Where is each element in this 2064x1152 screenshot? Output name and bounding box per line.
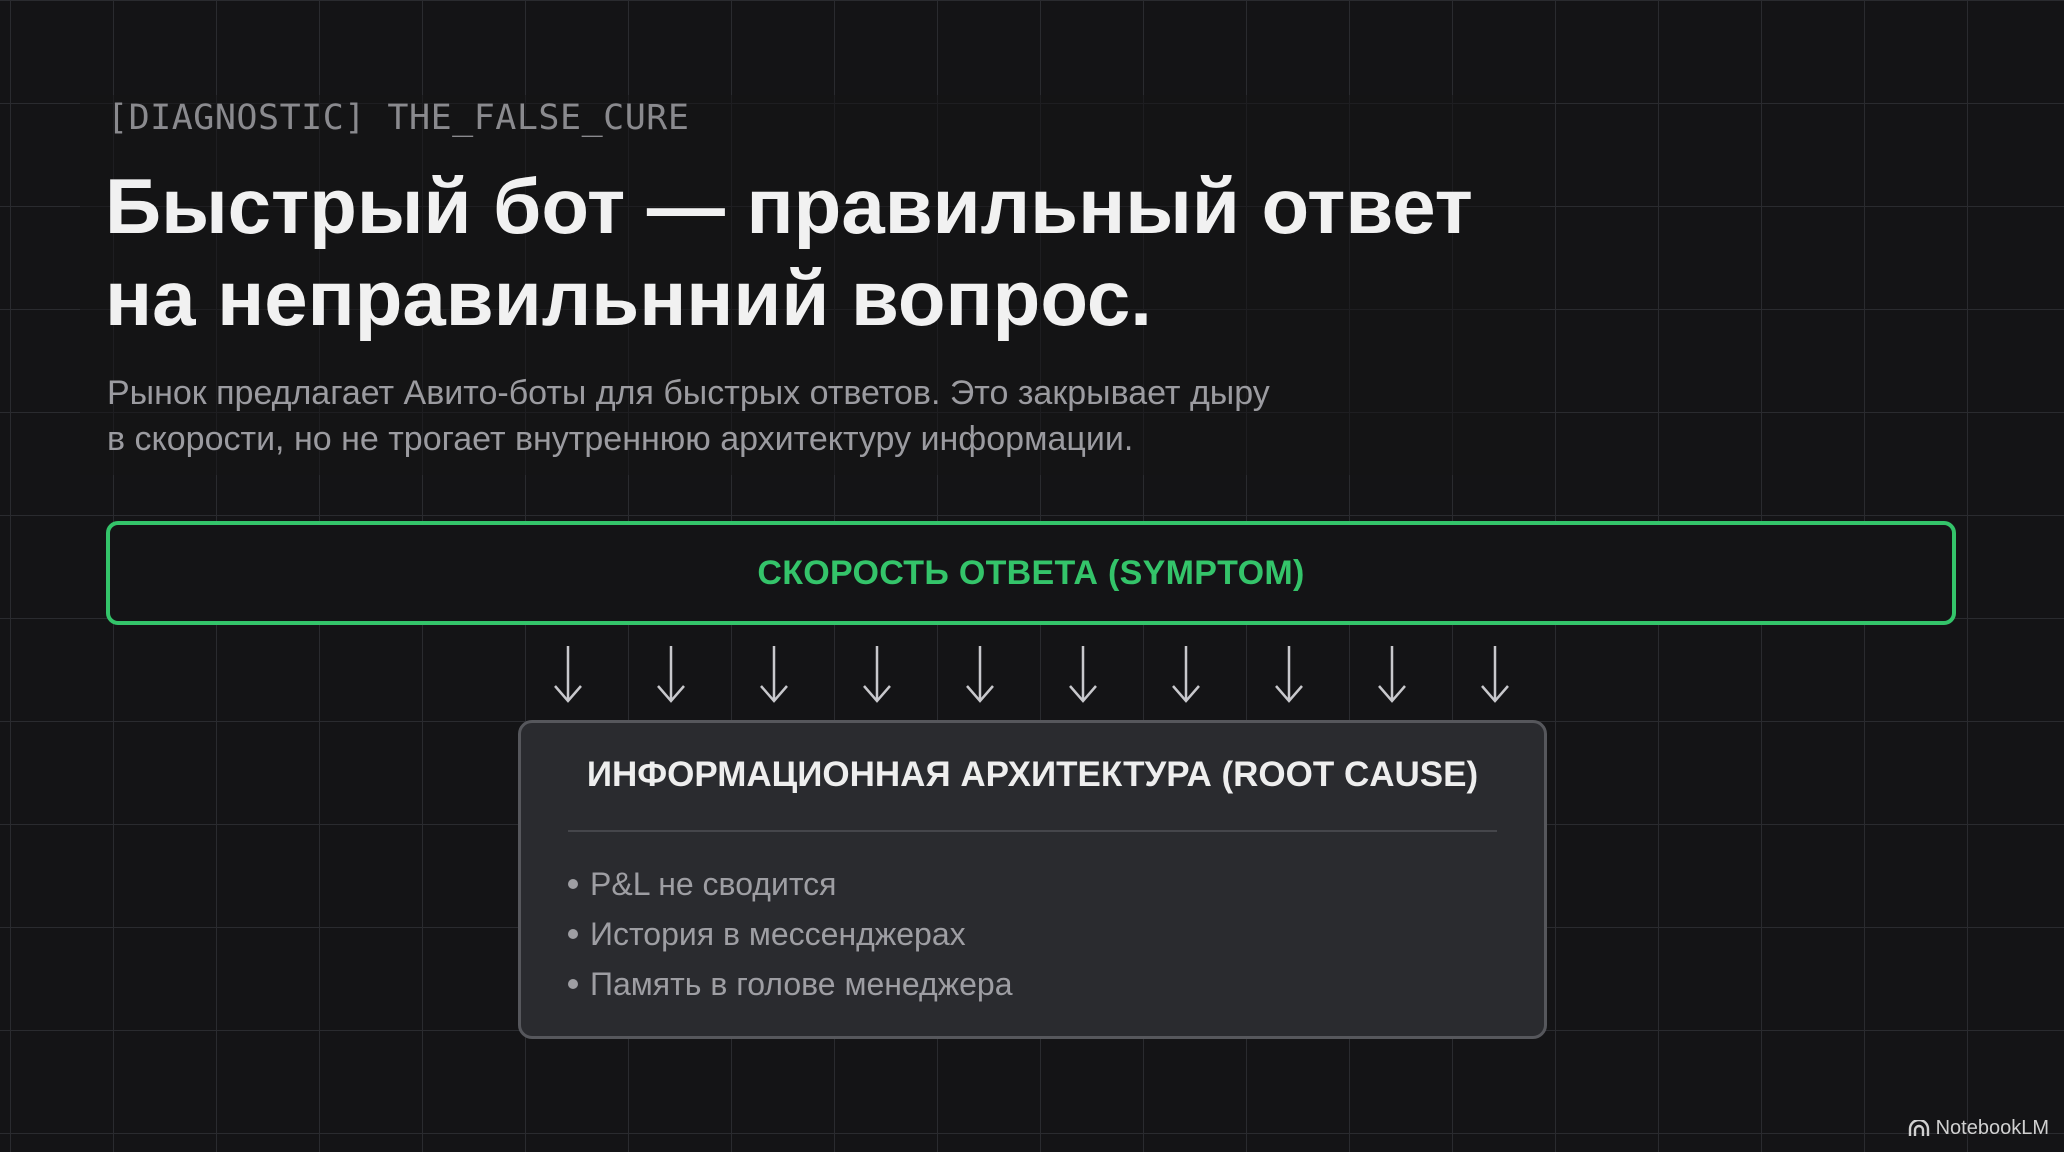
list-item: История в мессенджерах [568,909,1012,959]
diagnostic-tag: [DIAGNOSTIC] THE_FALSE_CURE [107,98,690,138]
list-item-text: P&L не сводится [590,866,837,902]
watermark-label: NotebookLM [1935,1117,2049,1139]
arrow-down-icon [1275,646,1303,703]
list-item-text: Память в голове менеджера [590,966,1013,1002]
subtitle-line-1: Рынок предлагает Авито-боты для быстрых … [107,374,1270,412]
root-cause-list: P&L не сводится История в мессенджерах П… [568,859,1012,1009]
arrow-row [0,640,2064,710]
list-item-text: История в мессенджерах [590,916,966,952]
notebooklm-watermark: NotebookLM [1908,1117,2049,1140]
root-cause-title: ИНФОРМАЦИОННАЯ АРХИТЕКТУРА (ROOT CAUSE) [586,755,1479,794]
bullet-icon [568,878,578,889]
notebooklm-logo-icon [1908,1119,1929,1136]
list-item: P&L не сводится [568,859,1012,909]
list-item: Память в голове менеджера [568,959,1012,1009]
bullet-icon [568,928,578,939]
arrow-down-icon [1172,646,1200,703]
symptom-label: СКОРОСТЬ ОТВЕТА (SYMPTOM) [757,553,1305,592]
title-line-2: на неправильнний вопрос. [105,254,1152,342]
arrow-down-icon [1378,646,1406,703]
root-cause-box: ИНФОРМАЦИОННАЯ АРХИТЕКТУРА (ROOT CAUSE) … [518,720,1547,1039]
arrow-down-icon [1069,646,1097,703]
page-title: Быстрый бот — правильный ответ на неправ… [105,160,1605,344]
arrow-down-icon [760,646,788,703]
subtitle-line-2: в скорости, но не трогает внутреннюю арх… [107,420,1134,458]
root-cause-divider [568,830,1497,832]
title-line-1: Быстрый бот — правильный ответ [105,162,1473,250]
bullet-icon [568,978,578,989]
header-backdrop [80,95,1540,475]
arrow-row-svg [554,646,1509,703]
symptom-box: СКОРОСТЬ ОТВЕТА (SYMPTOM) [106,521,1956,625]
arrow-down-icon [554,646,582,703]
arrow-down-icon [966,646,994,703]
page-subtitle: Рынок предлагает Авито-боты для быстрых … [107,370,1507,462]
arrow-down-icon [657,646,685,703]
arrow-down-icon [863,646,891,703]
arrow-down-icon [1481,646,1509,703]
